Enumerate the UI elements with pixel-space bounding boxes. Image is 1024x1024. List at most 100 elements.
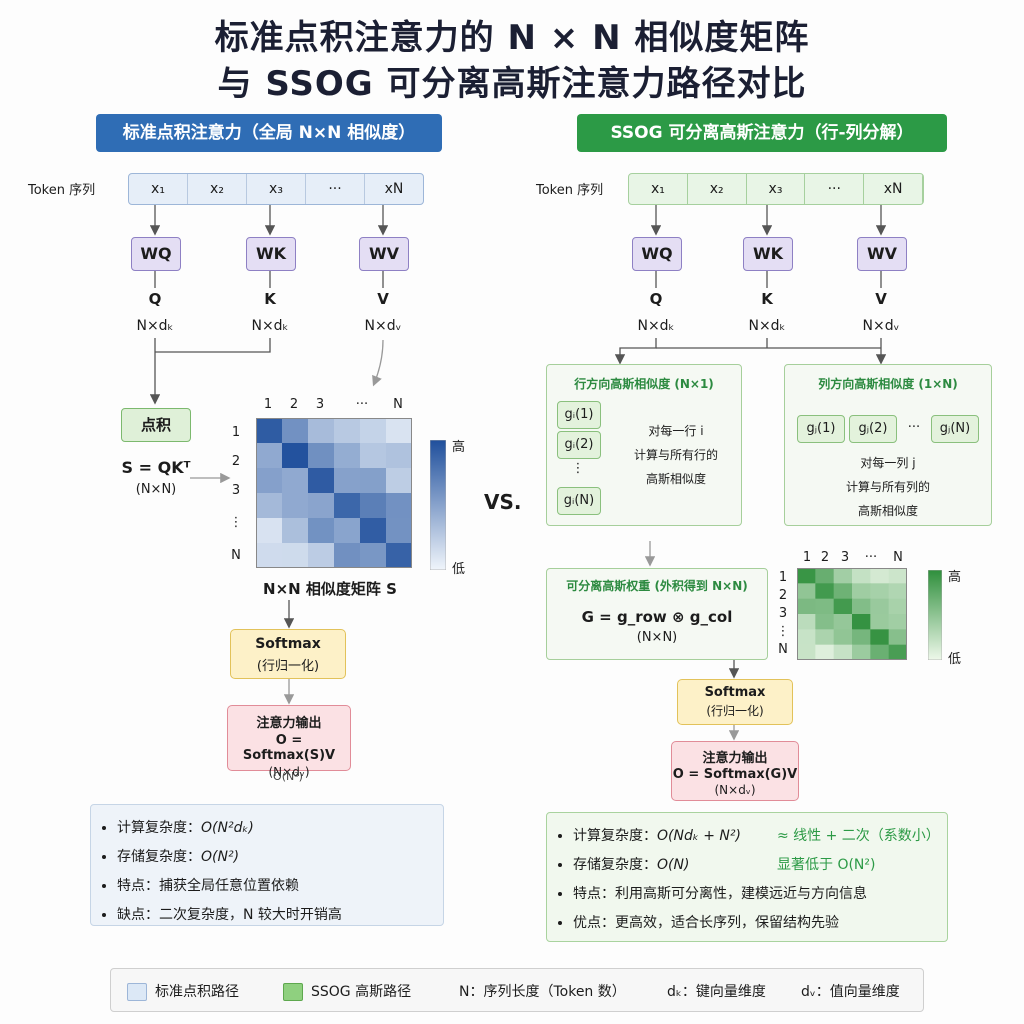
heatmap-cell (256, 493, 283, 519)
row-panel-desc: 对每一行 i 计算与所有行的 高斯相似度 (633, 424, 718, 486)
heatmap-cell (888, 598, 907, 615)
heatmap-cell (308, 493, 335, 519)
row-panel-title: 行方向高斯相似度 (N×1) (574, 377, 714, 391)
output-dim: (N×dᵥ) (268, 765, 310, 779)
left-output-box: 注意力输出 O = Softmax(S)V (N×dᵥ) (227, 705, 351, 779)
matrix-row-label: 2 (778, 588, 788, 603)
heatmap-cell (852, 629, 871, 646)
heatmap-cell (833, 598, 853, 615)
heatmap-cell (870, 583, 890, 600)
heatmap-cell (833, 568, 853, 584)
v-label: V (875, 290, 887, 308)
green-color-scale (928, 570, 942, 660)
heatmap-cell (797, 568, 816, 584)
legend-item: N：序列长度（Token 数） (459, 984, 626, 1000)
heatmap-cell (870, 598, 890, 615)
matrix-col-label: ··· (864, 550, 878, 565)
dot-product-box: 点积 (121, 408, 191, 442)
matrix-row-label: 2 (231, 454, 241, 469)
left-info-box: 计算复杂度：O(N²dₖ) 存储复杂度：O(N²) 特点：捕获全局任意位置依赖 … (90, 804, 444, 926)
q-label: Q (649, 290, 663, 308)
matrix-row-label: 1 (231, 425, 241, 440)
matrix-col-label: 3 (840, 550, 850, 565)
legend-item: 标准点积路径 (127, 981, 239, 1001)
weight-panel-dim: (N×N) (636, 630, 678, 645)
left-token-row: x₁ x₂ x₃ ··· xN (128, 173, 424, 205)
heatmap-cell (870, 629, 890, 646)
col-cell-ellipsis: ··· (907, 420, 921, 435)
heatmap-cell (833, 614, 853, 630)
matrix-col-label: 3 (315, 397, 325, 412)
heatmap-cell (256, 443, 283, 469)
matrix-row-label: ⋮ (229, 515, 243, 530)
info-item: 计算复杂度：O(Ndₖ + N²)≈ 线性 + 二次（系数小） (573, 825, 947, 845)
below-output-note: O(N²) (273, 770, 303, 783)
legend-item: dᵥ：值向量维度 (801, 984, 900, 1000)
heatmap-cell (282, 468, 309, 494)
matrix-row-label: N (231, 548, 241, 563)
heatmap-cell (852, 644, 871, 660)
heatmap-cell (888, 614, 907, 630)
heatmap-cell (308, 518, 335, 544)
token-cell: xN (384, 181, 404, 197)
v-label: V (377, 290, 389, 308)
row-cell: gᵢ(2) (557, 431, 601, 459)
heatmap-cell (815, 644, 835, 660)
k-label: K (264, 290, 276, 308)
heatmap-cell (256, 418, 283, 444)
heatmap-cell (334, 543, 361, 568)
k-label: K (761, 290, 773, 308)
q-dim: N×dₖ (637, 318, 675, 334)
matrix-col-label: N (393, 397, 403, 412)
scale-high-label: 高 (948, 570, 962, 585)
info-item: 缺点：二次复杂度，N 较大时开销高 (117, 904, 443, 924)
heatmap-cell (386, 443, 412, 469)
heatmap-cell (360, 468, 387, 494)
heatmap-cell (815, 598, 835, 615)
heatmap-cell (797, 614, 816, 630)
k-dim: N×dₖ (251, 318, 289, 334)
heatmap-cell (360, 443, 387, 469)
scale-high-label: 高 (452, 440, 466, 455)
row-cell: gᵢ(1) (557, 401, 601, 429)
wk-box: WK (743, 237, 793, 271)
similarity-heatmap (256, 418, 412, 568)
output-dim: (N×dᵥ) (714, 783, 756, 797)
wv-box: WV (857, 237, 907, 271)
heatmap-cell (870, 644, 890, 660)
left-softmax-box: Softmax (行归一化) (230, 629, 346, 679)
heatmap-cell (888, 583, 907, 600)
heatmap-cell (360, 418, 387, 444)
heatmap-cell (386, 468, 412, 494)
heatmap-cell (852, 614, 871, 630)
output-formula: O = Softmax(G)V (672, 767, 798, 782)
legend-bar: 标准点积路径 SSOG 高斯路径 N：序列长度（Token 数） dₖ：键向量维… (110, 968, 924, 1012)
heatmap-cell (797, 598, 816, 615)
heatmap-cell (282, 518, 309, 544)
heatmap-cell (360, 518, 387, 544)
heatmap-cell (870, 568, 890, 584)
heatmap-cell (833, 644, 853, 660)
info-item: 存储复杂度：O(N)显著低于 O(N²) (573, 854, 947, 874)
matrix-col-label: 1 (802, 550, 812, 565)
heatmap-cell (888, 568, 907, 584)
heatmap-cell (256, 518, 283, 544)
left-token-label: Token 序列 (28, 183, 96, 198)
token-cell: ··· (306, 174, 365, 204)
similarity-dim: (N×N) (135, 482, 177, 497)
heatmap-cell (852, 598, 871, 615)
heatmap-cell (888, 644, 907, 660)
wq-box: WQ (632, 237, 682, 271)
k-dim: N×dₖ (748, 318, 786, 334)
token-cell: x₂ (688, 174, 747, 204)
right-token-label: Token 序列 (536, 183, 604, 198)
matrix-col-label: 2 (820, 550, 830, 565)
col-panel-desc: 对每一列 j 计算与所有列的 高斯相似度 (845, 456, 930, 518)
q-dim: N×dₖ (136, 318, 174, 334)
heatmap-cell (308, 418, 335, 444)
token-cell: ··· (805, 174, 865, 204)
row-cell-ellipsis: ⋮ (571, 461, 585, 476)
heatmap-cell (334, 518, 361, 544)
heatmap-cell (334, 443, 361, 469)
token-cell: xN (864, 174, 923, 204)
